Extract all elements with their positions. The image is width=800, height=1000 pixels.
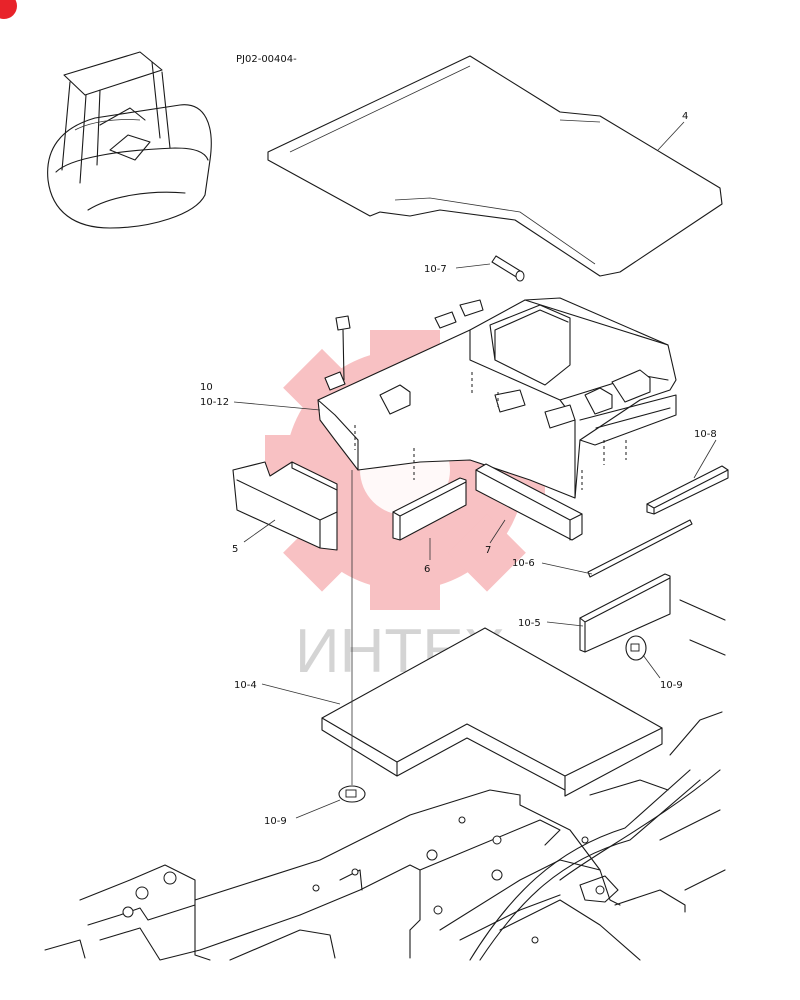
excavator-thumbnail	[47, 51, 212, 229]
label-10-4: 10-4	[234, 680, 257, 691]
label-10-9-right: 10-9	[660, 680, 683, 691]
label-4: 4	[682, 111, 688, 122]
label-6: 6	[424, 564, 430, 575]
label-10-7: 10-7	[424, 264, 447, 275]
label-10-5: 10-5	[518, 618, 541, 629]
label-10: 10	[200, 382, 213, 393]
label-7: 7	[485, 545, 491, 556]
label-5: 5	[232, 544, 238, 555]
corner-badge-icon	[0, 0, 17, 19]
part-10-6-rod	[587, 519, 693, 578]
part-7-bar	[475, 463, 583, 541]
label-10-6: 10-6	[512, 558, 535, 569]
label-10-12: 10-12	[200, 397, 229, 408]
part-10-9-grommet-bottom	[338, 785, 366, 803]
part-10-8-strip	[646, 465, 729, 515]
part-10-5-plate	[579, 573, 671, 653]
part-5-block	[232, 461, 338, 551]
label-10-9-bottom: 10-9	[264, 816, 287, 827]
part-10-4-mat	[321, 627, 663, 797]
base-frame	[44, 599, 726, 961]
part-10-7-pin	[491, 255, 525, 282]
label-10-8: 10-8	[694, 429, 717, 440]
part-6-pad	[392, 477, 467, 541]
part-4-cover	[267, 55, 723, 277]
drawing-code: PJ02-00404-	[236, 54, 297, 65]
bolt-icon	[335, 315, 351, 381]
leader-lines	[233, 121, 717, 819]
part-10-9-grommet-right	[625, 635, 647, 661]
part-10-console	[317, 297, 677, 499]
